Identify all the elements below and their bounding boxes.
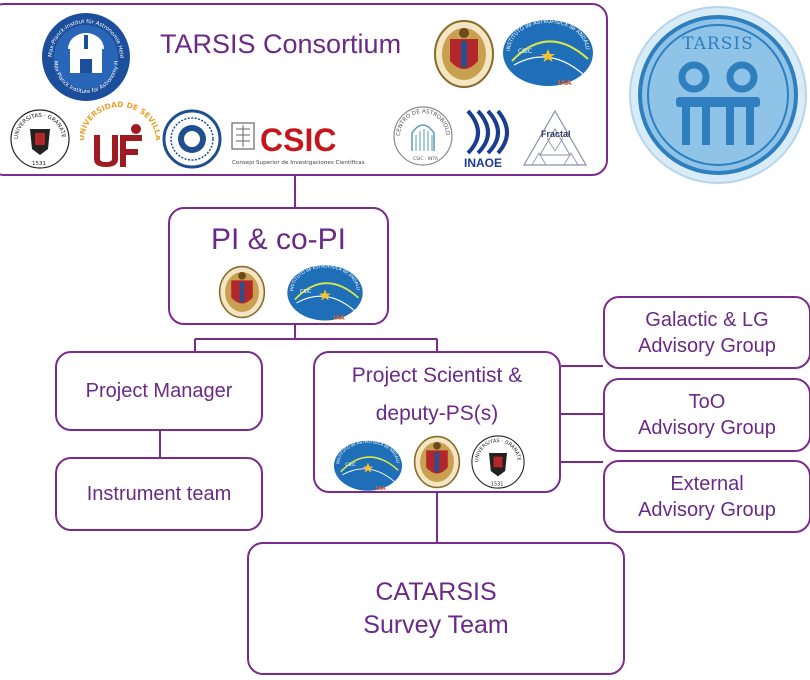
- iaa-logo: INSTITUTO de ASTROFÍSICA de ANDALUCÍA CS…: [500, 15, 593, 87]
- external-advisory-line1: External: [670, 472, 744, 495]
- project-scientist-box: Project Scientist & deputy-PS(s) INSTITU…: [313, 351, 561, 493]
- external-advisory-line2: Advisory Group: [638, 498, 776, 521]
- project-scientist-line1: Project Scientist &: [351, 364, 523, 387]
- pi-title: PI & co-PI: [210, 223, 347, 256]
- external-advisory-box: External Advisory Group: [603, 460, 810, 533]
- catarsis-box: CATARSIS Survey Team: [247, 542, 625, 675]
- galactic-advisory-box: Galactic & LG Advisory Group: [603, 296, 810, 369]
- emblem-text: TARSIS: [682, 34, 754, 54]
- ps-iaa-label: IAA: [376, 486, 387, 492]
- fractal-logo: Fractal: [522, 109, 588, 166]
- pi-ucm-seal-logo: [218, 265, 266, 319]
- iaa-label: IAA: [558, 79, 572, 87]
- fractal-text: Fractal: [541, 129, 571, 139]
- ps-ugr-year: 1531: [491, 481, 504, 487]
- iaa-csic-text: CSIC: [518, 48, 532, 55]
- pi-iaa-label: IAA: [333, 316, 345, 322]
- ps-ugr-seal-logo: UNIVERSITAS · GRANATENSIS 1531: [471, 435, 525, 489]
- ps-iaa-logo: INSTITUTO de ASTROFÍSICA de ANDALUCÍA CS…: [330, 437, 403, 492]
- mpia-logo: Max-Planck-Institut für Astronomie Heide…: [40, 11, 130, 101]
- consortium-title: TARSIS Consortium: [160, 29, 402, 59]
- csic-sub-text: Consejo Superior de Investigaciones Cien…: [232, 159, 365, 166]
- too-advisory-box: ToO Advisory Group: [603, 378, 810, 452]
- instrument-team-label: Instrument team: [86, 483, 232, 505]
- project-manager-label: Project Manager: [85, 380, 233, 402]
- consortium-box: TARSIS Consortium Max-Planck-Institut fü…: [0, 3, 608, 176]
- project-manager-box: Project Manager: [55, 351, 263, 431]
- csic-logo: CSIC Consejo Superior de Investigaciones…: [231, 122, 365, 166]
- galactic-advisory-line1: Galactic & LG: [645, 308, 769, 331]
- csic-text: CSIC: [260, 122, 336, 158]
- inaoe-text: INAOE: [464, 156, 502, 170]
- pi-box: PI & co-PI INSTITUTO de ASTROFÍSICA de A…: [168, 207, 389, 325]
- instrument-team-box: Instrument team: [55, 457, 263, 531]
- ps-iaa-csic-text: CSIC: [345, 462, 356, 468]
- project-scientist-line2: deputy-PS(s): [375, 402, 499, 425]
- pi-iaa-csic-text: CSIC: [300, 289, 312, 295]
- cab-sub-text: CSIC · INTA: [413, 156, 439, 162]
- ucm-seal-logo: [434, 20, 494, 88]
- galactic-advisory-line2: Advisory Group: [638, 334, 776, 357]
- ugr-year: 1531: [32, 161, 46, 167]
- ps-ucm-seal-logo: [413, 435, 461, 489]
- inaoe-logo: INAOE: [464, 109, 509, 170]
- pi-iaa-logo: INSTITUTO de ASTROFÍSICA de ANDALUCÍA CS…: [283, 261, 363, 322]
- tarsis-emblem: TARSIS: [629, 6, 807, 184]
- catarsis-line2: Survey Team: [363, 610, 509, 639]
- sevilla-logo: UNIVERSIDAD DE SEVILLA: [80, 101, 160, 167]
- too-advisory-line1: ToO: [688, 391, 726, 413]
- cab-logo: CENTRO DE ASTROBIOLOGÍA CSIC · INTA: [392, 105, 453, 166]
- university-seal-logo: [162, 109, 222, 169]
- ugr-seal-logo: UNIVERSITAS · GRANATENSIS 1531: [10, 109, 70, 169]
- catarsis-line1: CATARSIS: [375, 578, 497, 606]
- too-advisory-line2: Advisory Group: [638, 417, 776, 439]
